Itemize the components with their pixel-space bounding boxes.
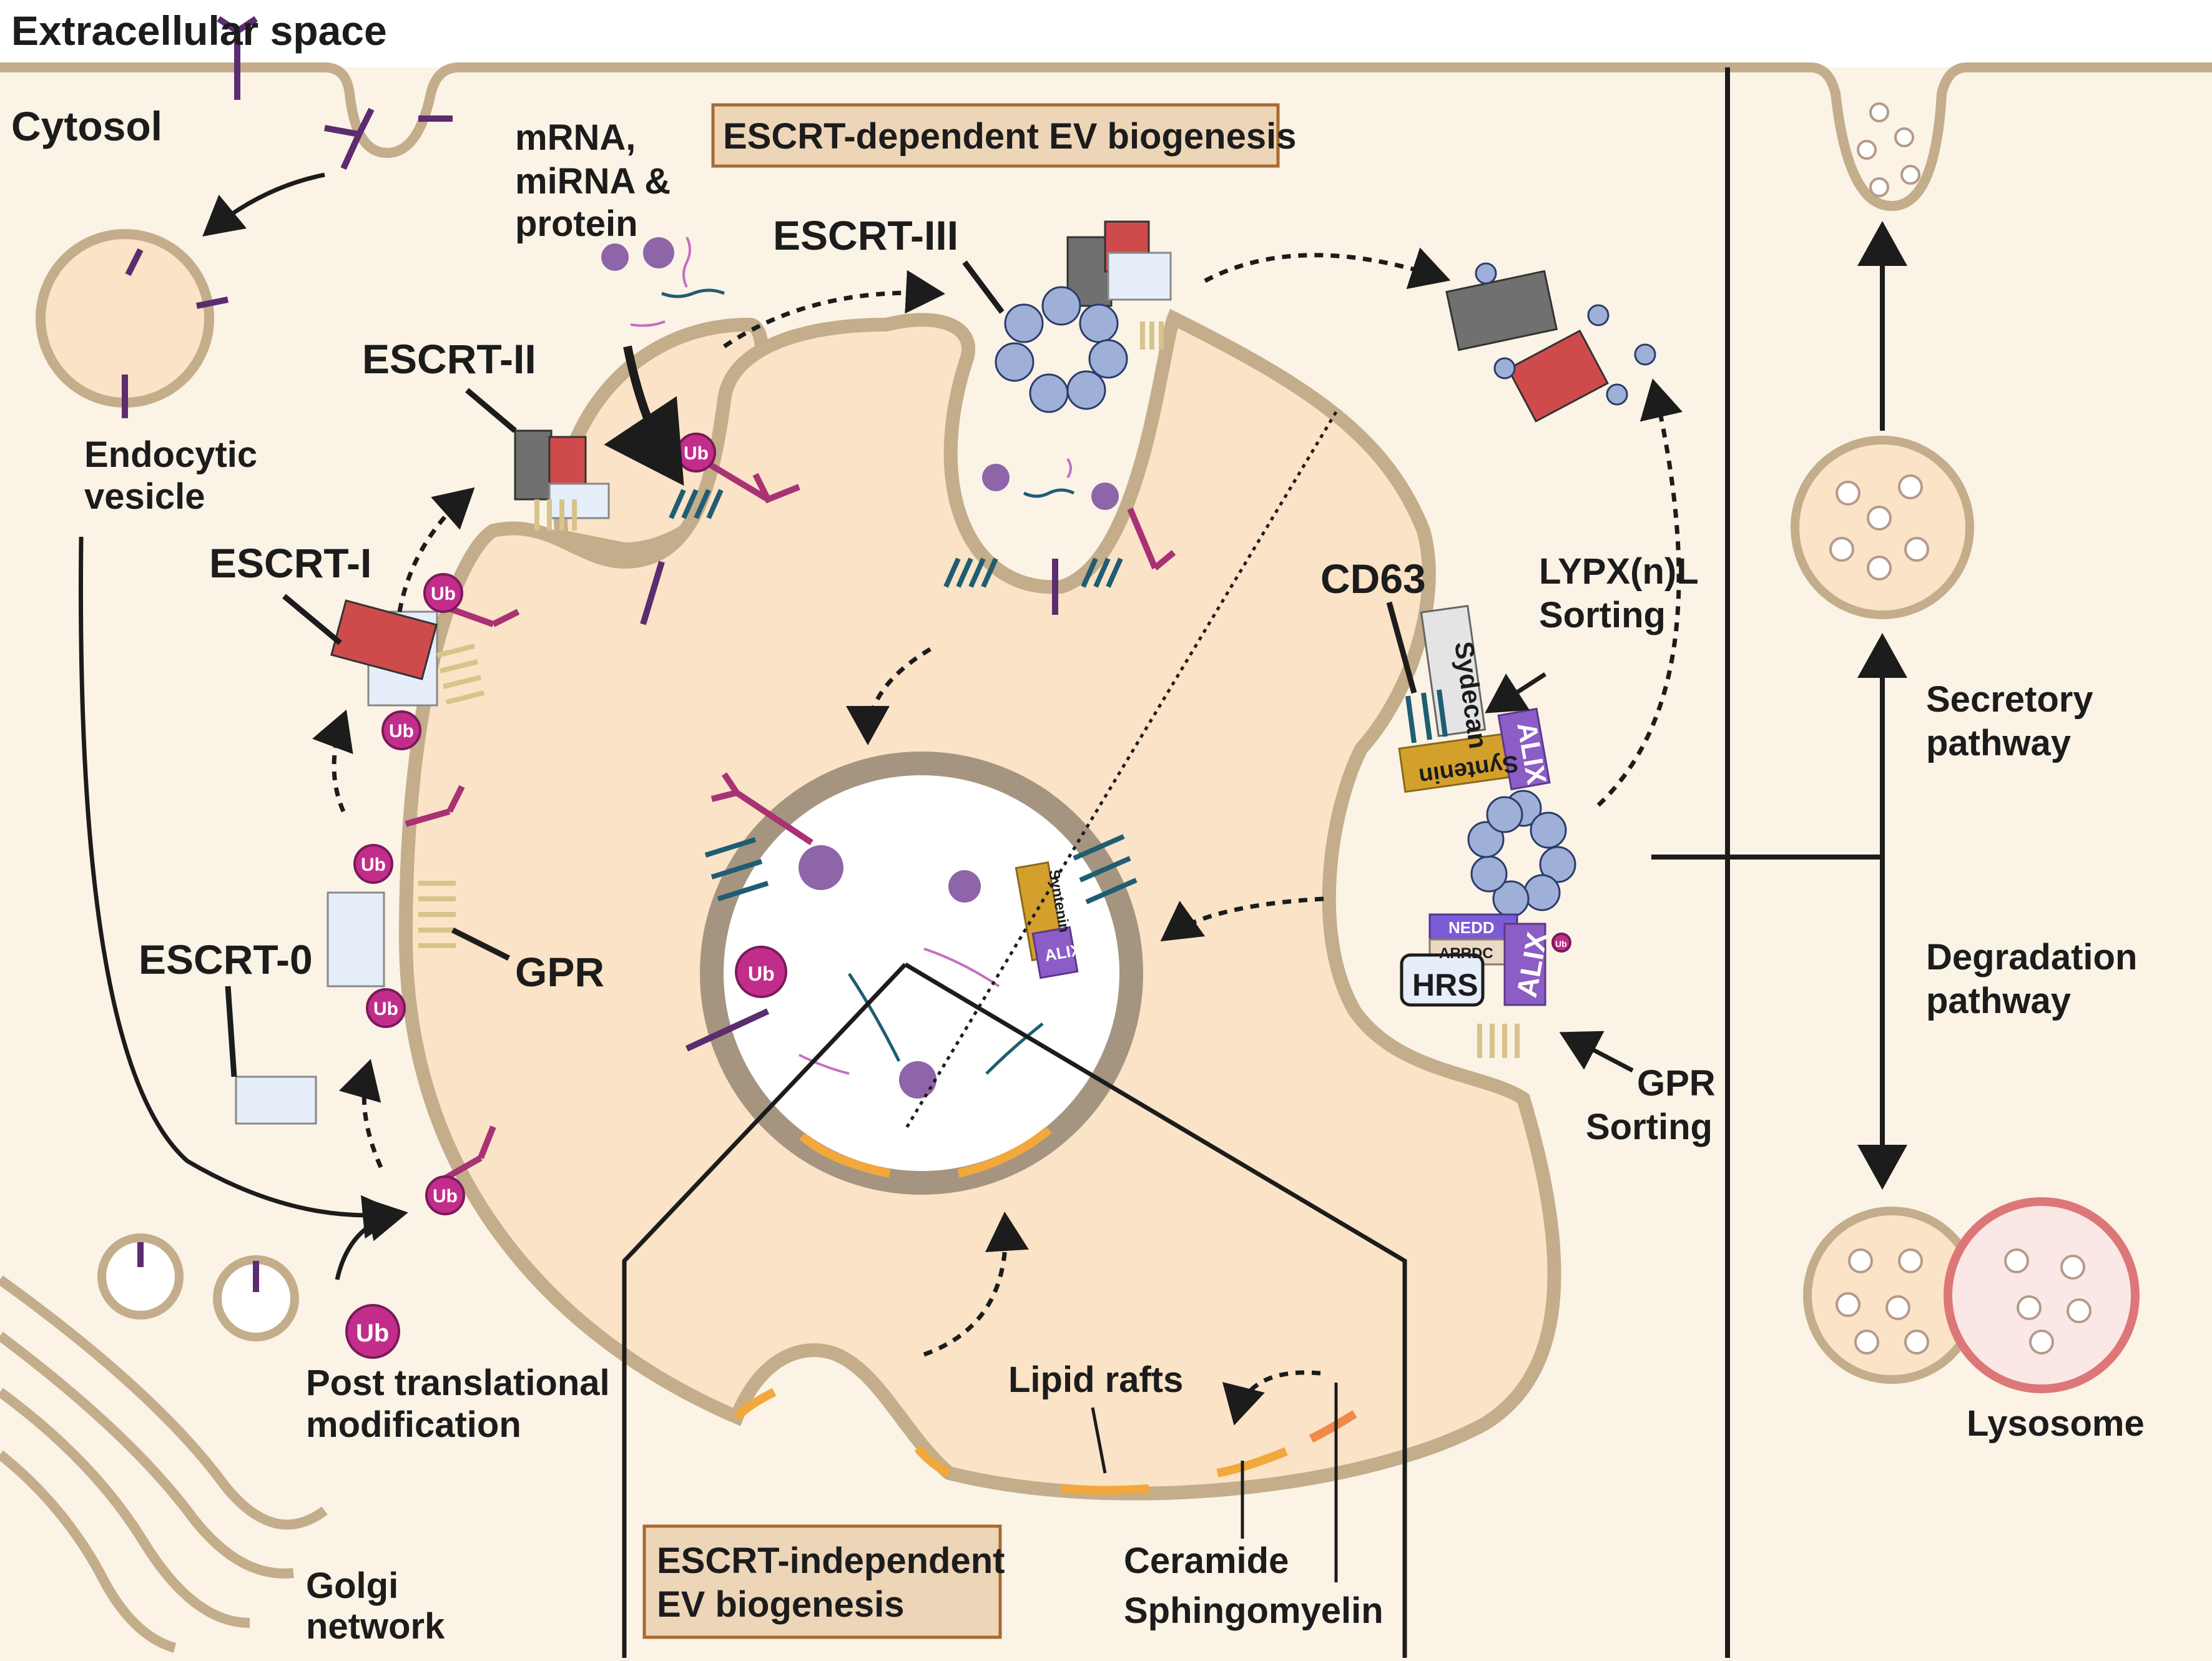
endocytic-label-2: vesicle <box>84 476 205 517</box>
escrt-dependent-box <box>711 103 1280 168</box>
lypx-label-2: Sorting <box>1539 595 1666 635</box>
ilv-alix-box <box>1031 926 1079 979</box>
escrt-iii-free-subunits <box>1475 262 1656 406</box>
escrt-ii-label: ESCRT-II <box>362 336 536 382</box>
transport-vesicle-2 <box>213 1255 299 1341</box>
lipid-rafts-label: Lipid rafts <box>1008 1360 1183 1400</box>
lipid-raft-2 <box>914 1445 951 1477</box>
ub-label: Ub <box>356 1320 389 1347</box>
golgi-label-1: Golgi <box>306 1565 398 1606</box>
escrt-iii-top-complex <box>1066 220 1172 307</box>
cargo-label-2: miRNA & <box>515 161 671 202</box>
sydecan-box <box>1420 604 1487 737</box>
pointer-lines <box>225 260 1417 1582</box>
gpr-helices <box>418 321 1520 1058</box>
ub-label: Ub <box>361 855 386 875</box>
gpr-sorting-label-2: Sorting <box>1586 1107 1713 1147</box>
secretory-ilvs <box>1829 102 1929 581</box>
escrt-iii-label: ESCRT-III <box>773 212 958 258</box>
escrt-independent-box <box>642 1524 1002 1639</box>
lypx-label-1: LYPX(n)L <box>1539 551 1699 592</box>
golgi-label-2: network <box>306 1606 445 1647</box>
arrow-endocytic-to-ub <box>78 536 402 1239</box>
escrt-dependent-title: ESCRT-dependent EV biogenesis <box>723 116 1296 157</box>
ub-label: Ub <box>748 963 775 985</box>
arrow-lypx <box>1485 672 1546 713</box>
sorting-adaptors <box>1400 913 1546 1007</box>
escrt-iii-ring-top <box>995 286 1128 413</box>
ilv-raft-left <box>799 1132 891 1178</box>
lipid-raft-5 <box>1309 1410 1357 1443</box>
cargo-label-1: mRNA, <box>515 117 636 158</box>
rna-strand-icons <box>630 237 1072 1075</box>
escrt-ii-complex <box>514 429 610 519</box>
ub-labels: Ub Ub Ub Ub Ub Ub Ub Ub Ub <box>356 443 1567 1347</box>
nedd-label: NEDD <box>1448 918 1495 937</box>
dna-icons <box>661 288 1075 1075</box>
lipid-raft-4 <box>1216 1447 1288 1477</box>
cargo-label-3: protein <box>515 203 638 244</box>
ilv-raft-right <box>957 1126 1052 1178</box>
lysosome-circle <box>1944 1197 2140 1393</box>
degradation-label-1: Degradation <box>1926 937 2137 977</box>
golgi-stacks <box>0 1275 328 1653</box>
arrow-gpr-sorting <box>1559 1031 1634 1073</box>
arrow-ptm-to-ub <box>335 1198 408 1280</box>
receptor-icons-magenta <box>405 459 1176 1186</box>
cd63-label: CD63 <box>1320 556 1426 602</box>
escrt-0-free <box>235 1075 317 1125</box>
sphingomyelin-label: Sphingomyelin <box>1124 1590 1384 1631</box>
extracellular-band <box>0 0 2212 67</box>
ub-label: Ub <box>389 721 414 742</box>
escrt-0-complex <box>327 891 385 987</box>
escrt-iii-release <box>1445 270 1609 423</box>
escrt-i-complex <box>330 599 438 707</box>
lysosome-label: Lysosome <box>1967 1403 2145 1444</box>
arrow-to-endocytic <box>202 172 325 237</box>
secretory-label-1: Secretory <box>1926 679 2093 720</box>
degradation-label-2: pathway <box>1926 981 2071 1021</box>
escrt-i-label: ESCRT-I <box>209 540 371 586</box>
endocytic-label-1: Endocytic <box>84 434 257 475</box>
ubiquitin-badges <box>345 433 1571 1359</box>
secretory-label-2: pathway <box>1926 723 2071 763</box>
protein-blob-icons <box>601 237 1119 1099</box>
zoom-callout <box>622 962 1407 1658</box>
ub-label: Ub <box>433 1186 458 1207</box>
dashed-arrows <box>312 247 1683 1426</box>
ub-label: Ub <box>431 584 456 604</box>
ub-label: Ub <box>1555 939 1567 949</box>
extracellular-label: Extracellular space <box>11 7 387 54</box>
escrt-iii-ring-right <box>1467 790 1576 918</box>
ub-label: Ub <box>373 999 398 1019</box>
lipid-raft-3 <box>1061 1484 1149 1495</box>
gpr-label: GPR <box>515 949 604 995</box>
ptm-label-2: modification <box>306 1404 521 1445</box>
escrt-0-label: ESCRT-0 <box>139 936 313 982</box>
solid-arrows <box>78 172 1634 1280</box>
hrs-label: HRS <box>1412 968 1478 1002</box>
cytosol-label: Cytosol <box>11 103 162 149</box>
receptor-icons <box>122 16 1058 1292</box>
arrow-cargo-to-mvb <box>604 345 684 486</box>
degradation-ilvs <box>1836 1248 2092 1355</box>
transport-vesicle-1 <box>97 1233 184 1320</box>
gpr-sorting-label-1: GPR <box>1637 1063 1716 1104</box>
escrt-independent-title-1: ESCRT-independent <box>657 1541 1005 1581</box>
lipid-raft-1 <box>734 1388 777 1421</box>
escrt-independent-title-2: EV biogenesis <box>657 1584 904 1625</box>
tetraspanin-group <box>669 489 1448 904</box>
ptm-label-1: Post translational <box>306 1363 610 1403</box>
arrdc-label: ARRDC <box>1439 945 1493 962</box>
ceramide-label: Ceramide <box>1124 1541 1289 1581</box>
ub-label: Ub <box>684 443 709 464</box>
